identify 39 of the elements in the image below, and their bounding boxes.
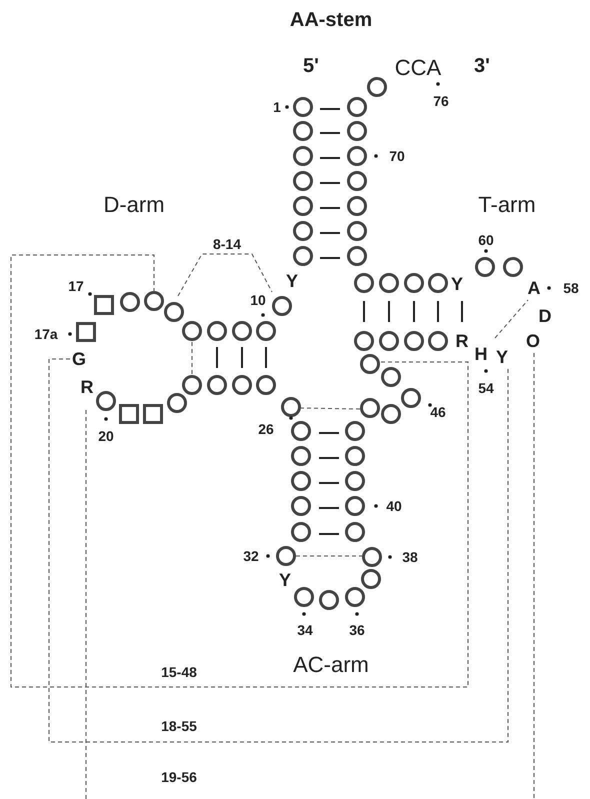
- position-number: 26: [258, 422, 274, 436]
- base-letter: Y: [286, 272, 298, 290]
- position-number: 38: [402, 550, 418, 564]
- position-number: 46: [430, 405, 446, 419]
- base-letter: G: [72, 350, 86, 368]
- base-letter: O: [526, 332, 540, 350]
- position-number: 10: [250, 293, 266, 307]
- sequence-label: CCA: [394, 57, 442, 79]
- arm-title: D-arm: [103, 194, 165, 216]
- base-letter: R: [80, 378, 94, 396]
- base-letter: Y: [496, 348, 508, 366]
- position-number: 17: [68, 279, 84, 293]
- end-label: 3': [474, 56, 490, 76]
- base-letter: D: [538, 307, 552, 325]
- arm-title: AC-arm: [293, 654, 369, 676]
- position-number: 60: [478, 233, 494, 247]
- position-number: 20: [98, 429, 114, 443]
- interaction-label: 8-14: [212, 237, 242, 251]
- position-number: 34: [297, 623, 313, 637]
- position-number: 54: [478, 381, 494, 395]
- position-number: 58: [563, 281, 579, 295]
- arm-title: T-arm: [478, 194, 536, 216]
- position-number: 17a: [34, 327, 58, 341]
- base-letter: R: [456, 332, 468, 350]
- base-letter: H: [474, 345, 488, 363]
- position-number: 32: [243, 549, 259, 563]
- interaction-label: 19-56: [161, 770, 197, 784]
- base-letter: A: [528, 279, 540, 297]
- position-number: 36: [349, 623, 365, 637]
- base-letter: Y: [279, 571, 291, 589]
- interaction-label: 18-55: [161, 719, 197, 733]
- position-number: 70: [389, 149, 405, 163]
- interaction-label: 15-48: [161, 665, 197, 679]
- position-number: 1: [273, 100, 281, 114]
- end-label: 5': [303, 56, 319, 76]
- stem-title: AA-stem: [290, 10, 372, 30]
- position-number: 40: [386, 499, 402, 513]
- base-letter: Y: [451, 275, 463, 293]
- position-number: 76: [433, 94, 449, 108]
